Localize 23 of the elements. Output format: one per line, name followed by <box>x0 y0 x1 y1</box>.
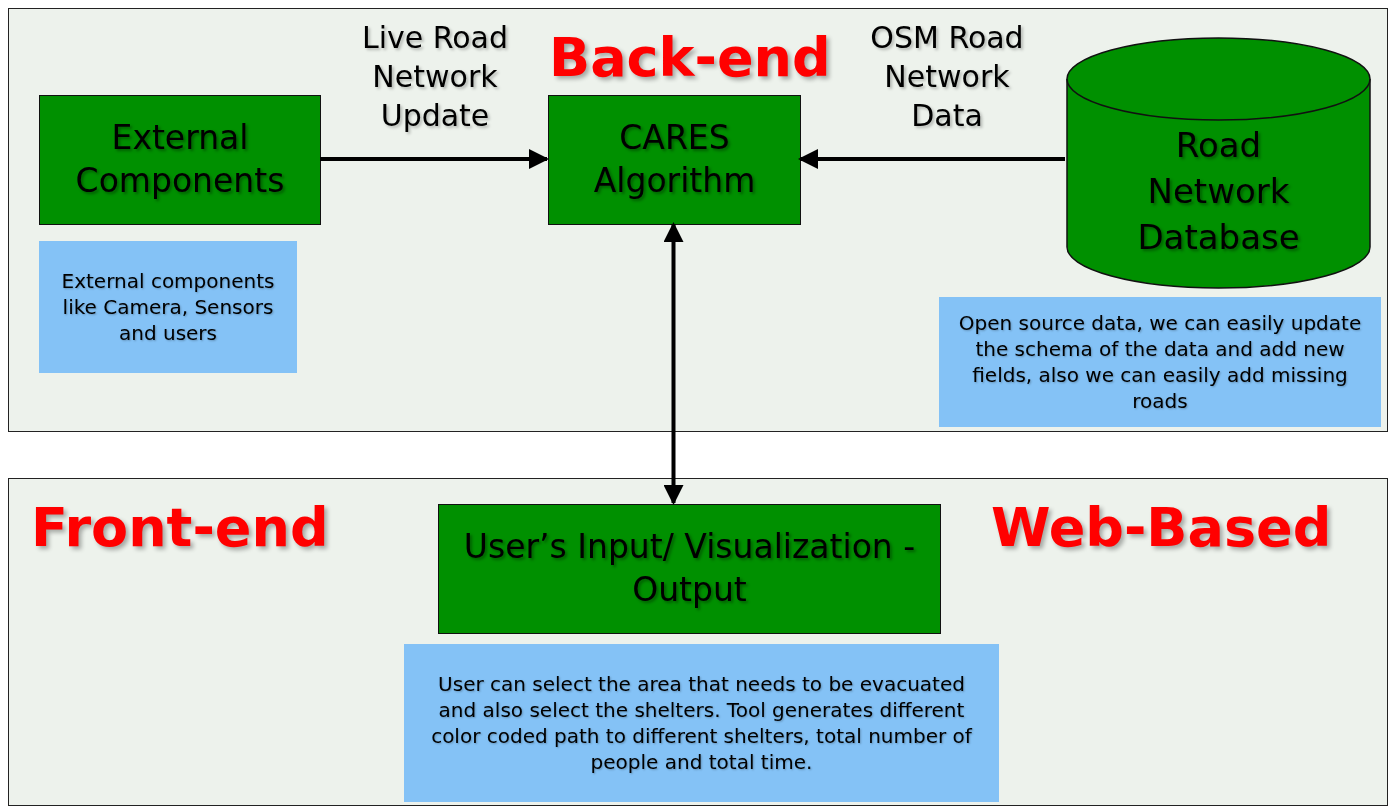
note-text: Open source data, we can easily update the schema of the data and add new fields, also we can easily add missing roads <box>957 310 1363 414</box>
process-box <box>548 95 801 225</box>
note-box <box>404 644 999 802</box>
note-text: User can select the area that needs to be evacuated and also select the shelters. Tool generates different color coded path to different shelters, total number of people and total time. <box>430 671 974 775</box>
node-label: External Components <box>74 117 286 202</box>
edge-label: Live Road Network Update <box>360 19 510 135</box>
section-heading: Web-Based <box>991 501 1332 555</box>
node-label: User’s Input/ Visualization - Output <box>462 526 917 611</box>
arrow <box>663 222 684 505</box>
front-end-panel <box>8 478 1388 806</box>
arrow <box>798 149 1065 169</box>
note-box <box>39 241 297 373</box>
node-label: CARES Algorithm <box>592 117 757 202</box>
section-heading: Front-end <box>31 501 329 555</box>
process-box <box>438 504 941 634</box>
arrow <box>320 149 549 169</box>
back-end-panel <box>8 8 1388 432</box>
note-text: External components like Camera, Sensors and users <box>60 268 276 346</box>
node-label: Road Network Database <box>1136 124 1301 260</box>
section-heading: Back-end <box>549 31 831 85</box>
edge-label: OSM Road Network Data <box>869 19 1025 135</box>
process-box <box>39 95 321 225</box>
note-box <box>939 297 1381 427</box>
